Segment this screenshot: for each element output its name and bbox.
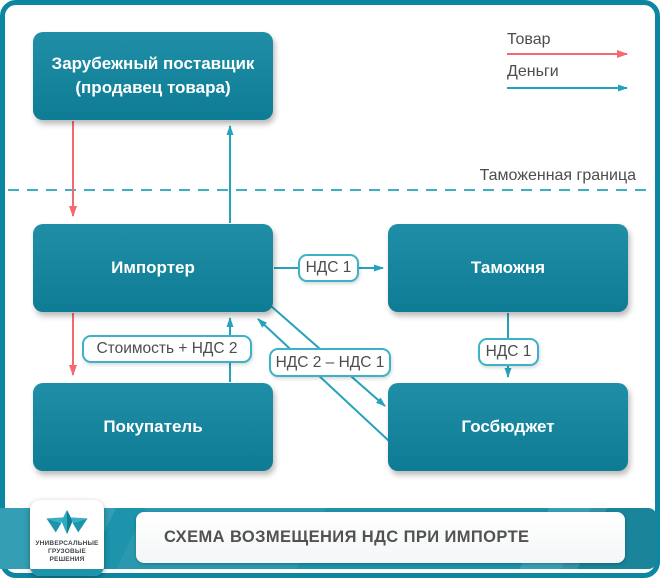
customs-border-label: Таможенная граница [479,167,636,184]
flow-label-vat2-minus-vat1: НДС 2 – НДС 1 [269,348,391,377]
node-customs-label: Таможня [470,258,546,277]
logo-text-line1: УНИВЕРСАЛЬНЫЕ [35,540,99,547]
logo-bottom-strip [30,569,104,576]
company-logo: УНИВЕРСАЛЬНЫЕ ГРУЗОВЫЕ РЕШЕНИЯ [30,500,104,576]
node-foreign-supplier: Зарубежный поставщик (продавец товара) [33,32,273,120]
legend-money-label: Деньги [507,63,559,80]
node-foreign-supplier-label-line1: Зарубежный поставщик [51,54,255,73]
logo-text-line2: ГРУЗОВЫЕ РЕШЕНИЯ [47,548,86,563]
flow-label-vat1-to-customs: НДС 1 [298,254,359,282]
flow-label-cost-plus-vat2: Стоимость + НДС 2 [82,335,252,363]
node-buyer: Покупатель [33,383,273,471]
node-importer-label: Импортер [111,258,195,277]
flow-label-vat1-to-budget: НДС 1 [478,338,539,366]
crystal-logo-icon [46,509,88,535]
diagram-title: СХЕМА ВОЗМЕЩЕНИЯ НДС ПРИ ИМПОРТЕ [164,528,530,546]
legend-goods-label: Товар [507,31,551,48]
node-importer: Импортер [33,224,273,312]
node-state-budget-label: Госбюджет [461,417,555,436]
node-customs: Таможня [388,224,628,312]
diagram-title-card: СХЕМА ВОЗМЕЩЕНИЯ НДС ПРИ ИМПОРТЕ [136,512,625,563]
money-arrow-budget-to-importer [257,318,390,442]
node-buyer-label: Покупатель [103,417,203,436]
node-state-budget: Госбюджет [388,383,628,471]
node-foreign-supplier-label-line2: (продавец товара) [75,78,231,97]
